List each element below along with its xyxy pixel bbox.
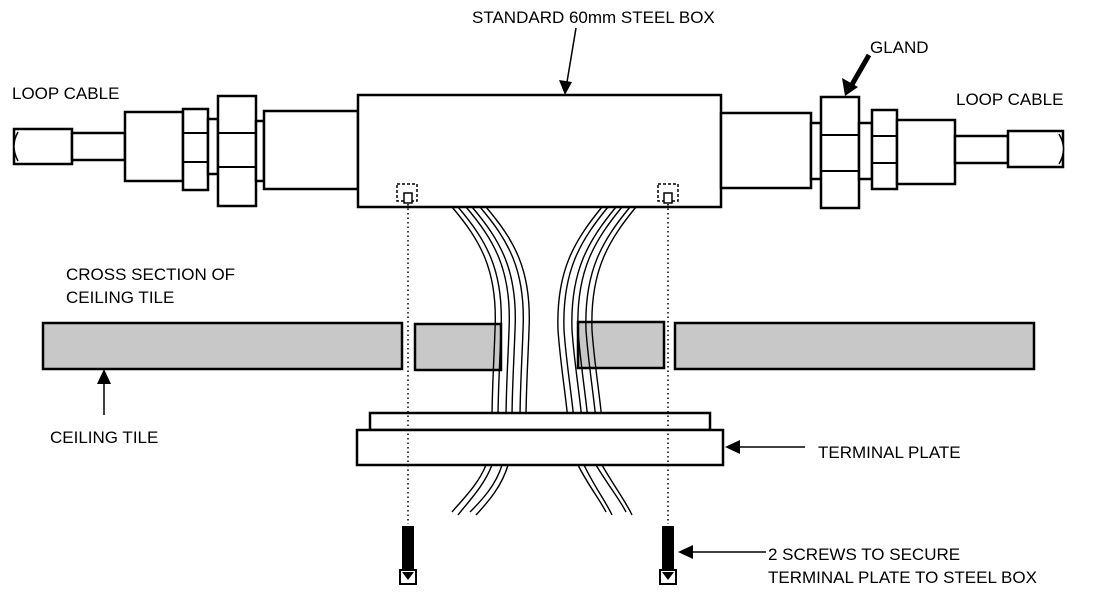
right-loop-cable: [953, 129, 1065, 169]
steel-box-arrow: [559, 27, 577, 95]
left-wire-bundle: [451, 206, 531, 516]
screws-label-line2: TERMINAL PLATE TO STEEL BOX: [768, 568, 1037, 587]
steel-box-label: STANDARD 60mm STEEL BOX: [472, 8, 715, 27]
right-gland: [719, 95, 957, 210]
terminal-plate-label: TERMINAL PLATE: [818, 443, 961, 462]
screws-arrow: [678, 545, 766, 559]
cross-section-label-line2: CEILING TILE: [66, 288, 175, 307]
gland-label: GLAND: [870, 38, 929, 57]
right-screw: [659, 526, 677, 585]
cross-section-label-line1: CROSS SECTION OF: [66, 265, 236, 284]
ceiling-tile-label: CEILING TILE: [50, 428, 159, 447]
screws-label-line1: 2 SCREWS TO SECURE: [768, 545, 961, 564]
left-gland: [123, 94, 360, 208]
left-screw: [399, 526, 417, 585]
steel-box: [356, 93, 723, 209]
left-loop-cable: [12, 127, 127, 166]
ceiling-tile-arrow: [97, 369, 111, 415]
ceiling-tile-section: [41, 320, 1036, 372]
terminal-plate-arrow: [725, 440, 805, 454]
loop-cable-left-label: LOOP CABLE: [12, 84, 120, 103]
gland-arrow: [842, 53, 872, 96]
right-wire-bundle: [557, 206, 637, 516]
loop-cable-right-label: LOOP CABLE: [956, 90, 1064, 109]
terminal-plate: [355, 411, 725, 467]
